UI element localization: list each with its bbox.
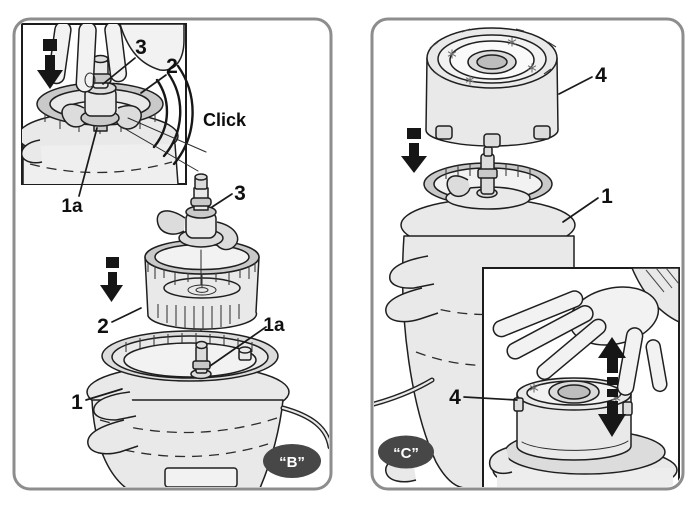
leader-base-1 xyxy=(85,388,123,401)
lid-center-hole xyxy=(476,54,508,70)
finger xyxy=(104,24,128,83)
leader-coupling-1a xyxy=(209,326,267,367)
leader-bowl-2 xyxy=(111,307,142,323)
leader-inset-2 xyxy=(140,74,167,94)
click-sound-arcs-icon xyxy=(152,64,194,166)
down-arrow-icon xyxy=(100,257,123,302)
front-label-plate xyxy=(164,467,238,487)
finger xyxy=(506,305,594,360)
panel-b-inset xyxy=(21,23,207,185)
finger xyxy=(75,24,97,93)
panel-c-inset xyxy=(482,267,680,487)
leader-lid-4 xyxy=(558,76,593,95)
down-arrow-icon xyxy=(37,39,63,89)
leader-blade-3 xyxy=(211,193,233,208)
latch-clip-lower xyxy=(385,287,439,323)
latch-clip-lower xyxy=(87,419,139,455)
step-badge-c: “C” xyxy=(378,435,434,469)
lid-body xyxy=(516,393,632,461)
down-arrow-icon xyxy=(401,128,427,173)
callout-inset-lid: 4 xyxy=(449,386,461,409)
panel-c: 4 1 4 “C” xyxy=(370,17,685,491)
hand-pressing-icon xyxy=(492,268,679,396)
callout-blade: 3 xyxy=(234,182,246,205)
badge-c-label: “C” xyxy=(393,445,419,462)
callout-coupling: 1a xyxy=(263,315,285,336)
bowl-drawing xyxy=(144,239,260,330)
latch-clip xyxy=(488,447,513,475)
bowl-graduations xyxy=(147,263,256,287)
inset-latch xyxy=(22,139,43,164)
callout-inset-coupling: 1a xyxy=(61,196,83,217)
blade-left xyxy=(156,210,186,235)
blade-unit-drawing xyxy=(156,173,239,251)
up-down-arrow-icon xyxy=(598,337,626,437)
leader-inset-lid-4 xyxy=(463,396,518,401)
click-label: Click xyxy=(203,110,247,130)
click-pointer-line xyxy=(121,126,199,172)
callout-inset-bowl: 2 xyxy=(166,55,178,78)
deck-pin xyxy=(238,346,252,361)
leader-inset-1a xyxy=(78,127,98,197)
click-pointer-line xyxy=(127,117,207,153)
lid-center-hole xyxy=(557,384,591,400)
finger xyxy=(492,290,584,338)
hand-back xyxy=(119,24,185,71)
drive-coupling xyxy=(190,340,212,380)
callout-base: 1 xyxy=(601,185,613,208)
base-container-drawing xyxy=(86,330,329,487)
lid-drawing xyxy=(425,27,559,148)
finger xyxy=(536,318,607,381)
inset-container-body xyxy=(23,144,178,184)
inset-c-lid xyxy=(513,377,633,461)
callout-inset-blade: 3 xyxy=(135,36,147,59)
bowl-opening xyxy=(154,243,250,271)
exploded-view-b xyxy=(86,173,329,487)
latch-clip-upper xyxy=(93,391,137,421)
callout-base: 1 xyxy=(71,391,83,414)
badge-b-oval xyxy=(263,444,321,478)
callout-bowl: 2 xyxy=(97,315,109,338)
callout-lid: 4 xyxy=(595,64,607,87)
finger xyxy=(616,327,644,396)
latch-clip-upper xyxy=(389,255,435,289)
fingernail xyxy=(84,72,96,88)
thumb xyxy=(645,339,668,393)
inset-b-assembled-unit xyxy=(22,24,185,184)
leader-base-1 xyxy=(562,197,599,223)
lid-rim-notches xyxy=(429,28,557,78)
step-badge-b: “B” xyxy=(263,444,321,478)
badge-c-oval xyxy=(378,435,434,469)
blade-in-bowl xyxy=(446,175,471,198)
bowl-lower-ridges xyxy=(157,304,240,330)
leader-inset-3 xyxy=(102,57,136,85)
drive-spindle xyxy=(476,146,498,199)
container-deck xyxy=(123,342,257,378)
badge-b-label: “B” xyxy=(279,454,305,471)
panel-b: 3 2 1a Click 3 2 1a 1 “B” xyxy=(12,17,333,491)
